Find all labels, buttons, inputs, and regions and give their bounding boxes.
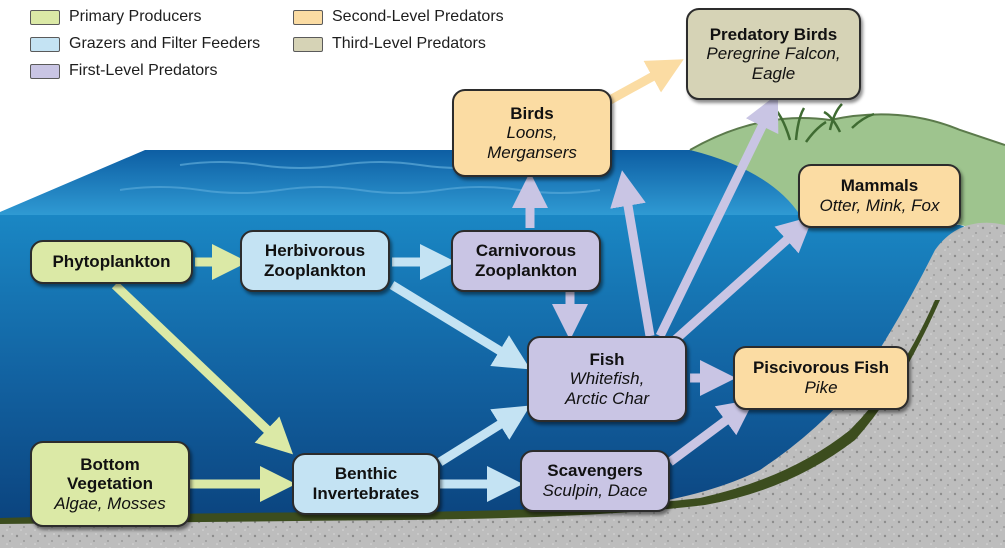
legend-label: Second-Level Predators xyxy=(332,8,504,26)
node-title: Fish xyxy=(529,350,685,370)
node-title: Piscivorous Fish xyxy=(735,358,907,378)
legend-swatch xyxy=(30,10,60,25)
node-title: Scavengers xyxy=(522,461,668,481)
node-title: Vegetation xyxy=(32,474,188,494)
legend-swatch xyxy=(30,64,60,79)
legend-label: Grazers and Filter Feeders xyxy=(69,35,260,53)
legend-swatch xyxy=(293,10,323,25)
node-piscivorous-fish: Piscivorous Fish Pike xyxy=(733,346,909,410)
node-subtitle: Pike xyxy=(735,378,907,398)
node-title: Invertebrates xyxy=(294,484,438,504)
node-subtitle: Peregrine Falcon, xyxy=(688,44,859,64)
node-predatory-birds: Predatory Birds Peregrine Falcon, Eagle xyxy=(686,8,861,100)
node-title: Mammals xyxy=(800,176,959,196)
node-title: Birds xyxy=(454,104,610,124)
node-phytoplankton: Phytoplankton xyxy=(30,240,193,284)
node-subtitle: Loons, xyxy=(454,123,610,143)
node-title: Herbivorous xyxy=(242,241,388,261)
node-title: Zooplankton xyxy=(453,261,599,281)
node-title: Zooplankton xyxy=(242,261,388,281)
legend-item-second-level: Second-Level Predators xyxy=(293,8,504,26)
node-herbivorous-zooplankton: Herbivorous Zooplankton xyxy=(240,230,390,292)
node-title: Benthic xyxy=(294,464,438,484)
legend-swatch xyxy=(293,37,323,52)
node-subtitle: Sculpin, Dace xyxy=(522,481,668,501)
node-bottom-vegetation: Bottom Vegetation Algae, Mosses xyxy=(30,441,190,527)
legend: Primary Producers Grazers and Filter Fee… xyxy=(30,8,550,88)
node-title: Bottom xyxy=(32,455,188,475)
legend-label: First-Level Predators xyxy=(69,62,218,80)
legend-swatch xyxy=(30,37,60,52)
node-fish: Fish Whitefish, Arctic Char xyxy=(527,336,687,422)
legend-item-primary-producers: Primary Producers xyxy=(30,8,201,26)
node-title: Carnivorous xyxy=(453,241,599,261)
node-subtitle: Eagle xyxy=(688,64,859,84)
legend-item-grazers: Grazers and Filter Feeders xyxy=(30,35,260,53)
legend-label: Third-Level Predators xyxy=(332,35,486,53)
node-subtitle: Algae, Mosses xyxy=(32,494,188,514)
node-subtitle: Otter, Mink, Fox xyxy=(800,196,959,216)
flow-birds-predatorybirds xyxy=(610,68,668,100)
node-mammals: Mammals Otter, Mink, Fox xyxy=(798,164,961,228)
node-carnivorous-zooplankton: Carnivorous Zooplankton xyxy=(451,230,601,292)
lake-surface xyxy=(0,150,800,215)
legend-item-first-level: First-Level Predators xyxy=(30,62,218,80)
legend-label: Primary Producers xyxy=(69,8,201,26)
node-scavengers: Scavengers Sculpin, Dace xyxy=(520,450,670,512)
legend-item-third-level: Third-Level Predators xyxy=(293,35,486,53)
node-benthic-invertebrates: Benthic Invertebrates xyxy=(292,453,440,515)
node-subtitle: Whitefish, xyxy=(529,369,685,389)
node-title: Phytoplankton xyxy=(32,252,191,272)
node-subtitle: Arctic Char xyxy=(529,389,685,409)
node-birds: Birds Loons, Mergansers xyxy=(452,89,612,177)
node-subtitle: Mergansers xyxy=(454,143,610,163)
node-title: Predatory Birds xyxy=(688,25,859,45)
